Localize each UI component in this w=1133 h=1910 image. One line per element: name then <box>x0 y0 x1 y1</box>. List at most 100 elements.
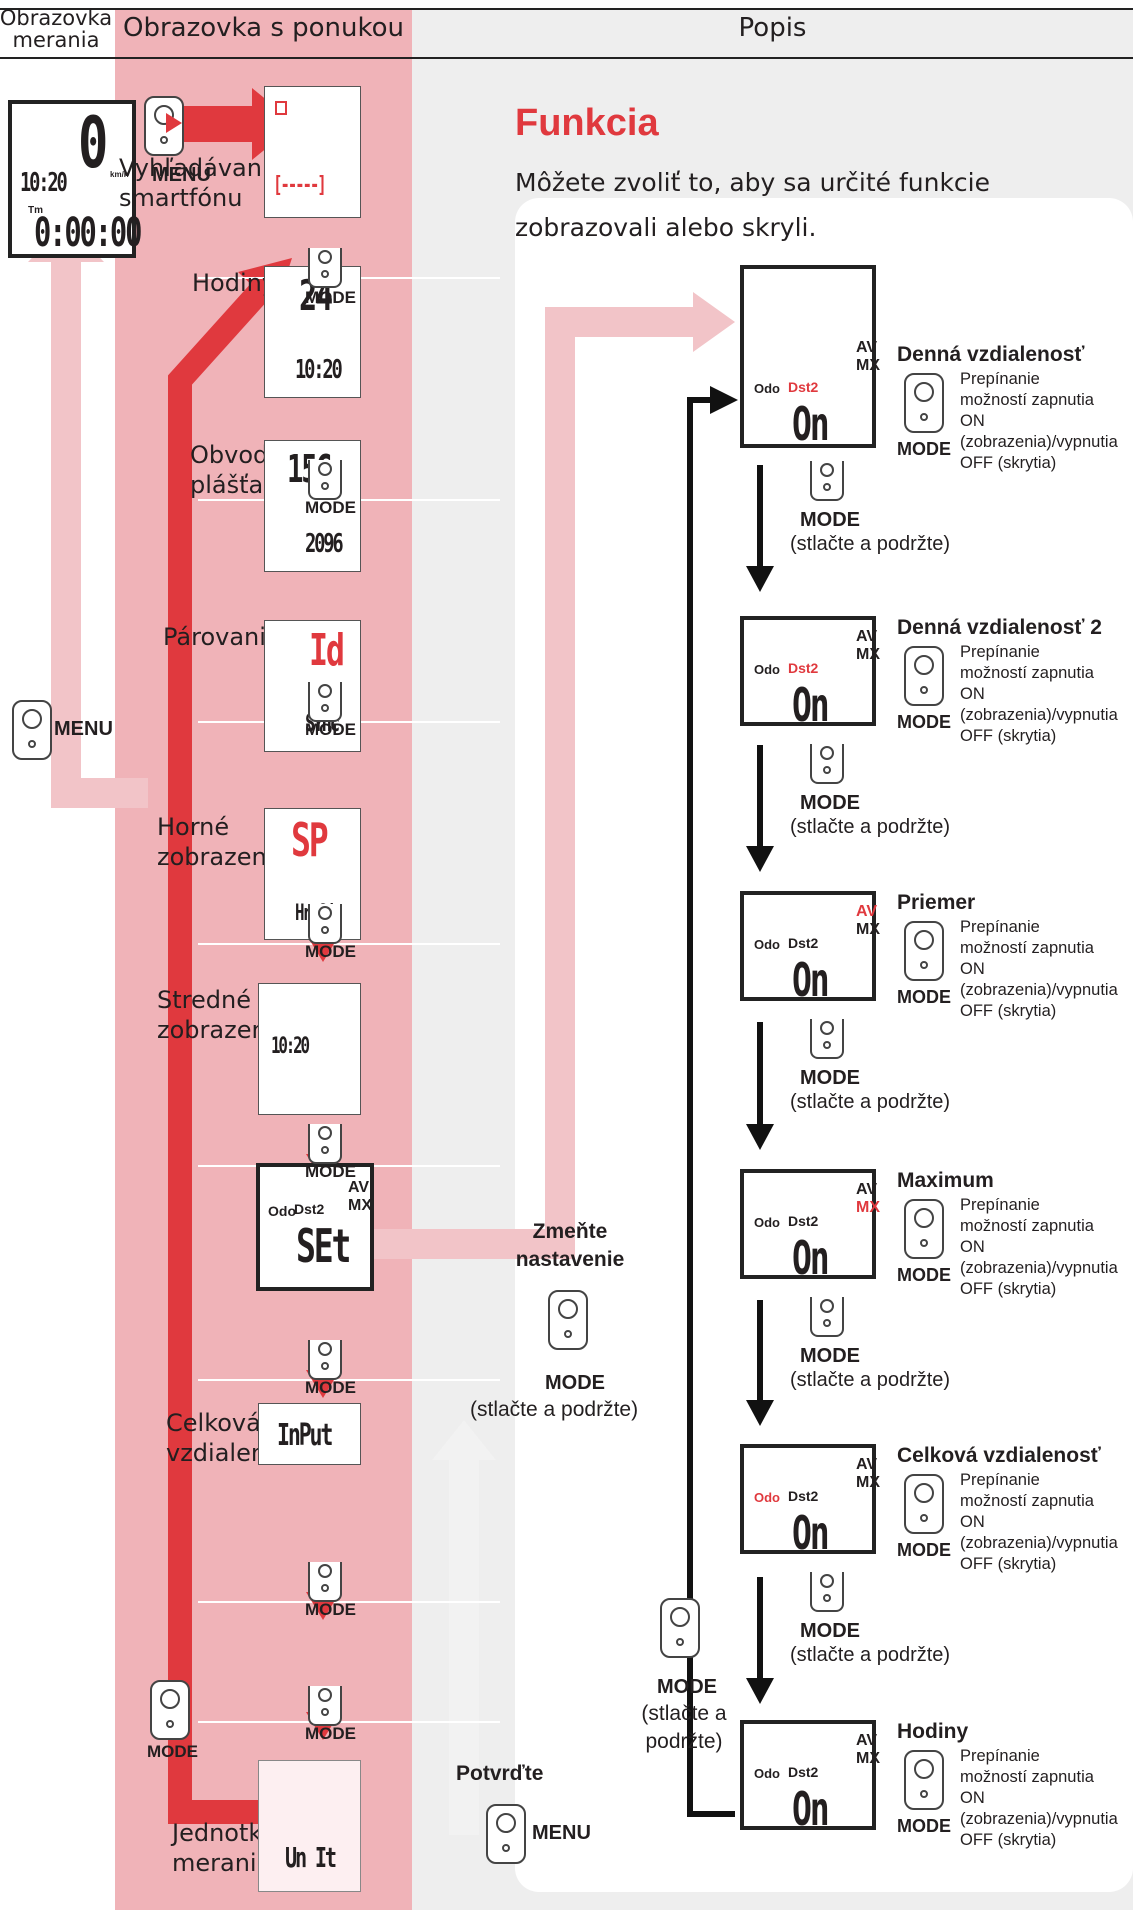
mode-label: MODE <box>305 1162 356 1181</box>
menu-label-left: MENU <box>54 718 113 740</box>
menu-item-label: Vyhľadávanie smartfónu <box>119 154 284 212</box>
menu-item-label: Celková vzdialenosť <box>166 1409 303 1467</box>
menu-item-label: Hodiny <box>192 269 277 297</box>
mode-button-icon <box>308 248 342 288</box>
dst-label: Dst2 <box>788 1764 819 1780</box>
menu-pointer <box>166 113 182 133</box>
menu-screen-odo-input: InPut <box>258 1403 361 1465</box>
mx-label: MX <box>856 357 880 374</box>
mode-label: MODE <box>305 1724 356 1743</box>
mode-label: MODE <box>897 1816 951 1836</box>
mode-button-icon <box>810 1297 844 1337</box>
mode-label: MODE <box>305 942 356 961</box>
clock-value: 10:20 <box>20 168 68 198</box>
mode-label: MODE <box>305 288 356 307</box>
dst-label: Dst2 <box>788 935 819 951</box>
hold-text: (stlačte a podržte) <box>790 1644 951 1666</box>
toggle-description: Prepínanie možností zapnutia ON (zobraze… <box>960 1747 1118 1849</box>
av-label: AV <box>856 339 878 356</box>
toggle-description: Prepínanie možností zapnutia ON (zobraze… <box>960 1471 1118 1573</box>
time-value: 0:00:00 <box>34 210 142 256</box>
mode-button-icon <box>308 1124 342 1164</box>
dst-label: Dst2 <box>788 1213 819 1229</box>
menu-item-label: Obvod plášťa <box>190 441 269 499</box>
mode-button-icon <box>308 682 342 722</box>
mx-label: MX <box>856 646 880 663</box>
menu-screen-top: Un It <box>285 1841 337 1874</box>
set-value: SEt <box>296 1219 352 1273</box>
header-col-measure: Obrazovka merania <box>0 5 113 52</box>
menu-screen-bottom: 2096 <box>305 529 344 559</box>
mx-label: MX <box>856 1199 880 1216</box>
function-value: On <box>792 1506 830 1560</box>
function-name: Hodiny <box>897 1720 969 1743</box>
mode-label: MODE <box>800 1067 860 1089</box>
hold-text-change: (stlačte a podržte) <box>470 1398 639 1421</box>
header-col-desc: Popis <box>738 13 807 44</box>
mode-button-icon <box>308 904 342 944</box>
menu-screen-bottom: [-----] <box>273 173 327 198</box>
mode-label: MODE <box>800 792 860 814</box>
mode-label: MODE <box>800 1620 860 1642</box>
device-mode-toggle <box>904 646 944 706</box>
mode-label: MODE <box>305 1378 356 1397</box>
device-mode-toggle <box>904 921 944 981</box>
toggle-description: Prepínanie možností zapnutia ON (zobraze… <box>960 918 1118 1020</box>
hold-text: (stlačte a podržte) <box>790 1091 951 1113</box>
device-confirm <box>486 1804 526 1864</box>
device-mode-toggle <box>904 1474 944 1534</box>
mode-label: MODE <box>897 1265 951 1285</box>
menu-item-label: Jednotka merania <box>172 1819 277 1877</box>
device-mode-toggle <box>904 1199 944 1259</box>
toggle-description: Prepínanie možností zapnutia ON (zobraze… <box>960 643 1118 745</box>
dst-label: Dst2 <box>788 660 819 676</box>
function-value: On <box>792 1782 830 1836</box>
mode-button-icon <box>308 460 342 500</box>
mx-label: MX <box>856 921 880 938</box>
device-mode-toggle <box>904 373 944 433</box>
header-top-line <box>0 8 1133 10</box>
dst-label: Dst2 <box>788 1488 819 1504</box>
mx-label: MX <box>856 1750 880 1767</box>
menu-label-confirm: MENU <box>532 1822 591 1844</box>
menu-screen-top: InPut <box>277 1418 333 1453</box>
hold-text: (stlačte a podržte) <box>790 1369 951 1391</box>
mode-label: MODE <box>800 509 860 531</box>
device-mode-toggle <box>904 1750 944 1810</box>
header-col-menu: Obrazovka s ponukou <box>122 13 405 44</box>
change-setting-label: Zmeňte nastavenie <box>515 1220 625 1271</box>
odo-label: Odo <box>754 1490 780 1505</box>
function-name: Celková vzdialenosť <box>897 1444 1101 1467</box>
menu-label-top: MENU <box>152 164 211 186</box>
av-label: AV <box>856 628 878 645</box>
menu-item-label: Horné zobrazenie <box>157 813 289 871</box>
function-name: Denná vzdialenosť <box>897 343 1085 366</box>
function-name: Priemer <box>897 891 976 914</box>
hold-text-function-loop: (stlačte a podržte) <box>641 1702 727 1753</box>
av-label: AV <box>856 1456 878 1473</box>
confirm-label: Potvrďte <box>456 1762 544 1785</box>
menu-screen-bottom: 10:20 <box>271 1034 310 1059</box>
pink-panel <box>115 10 412 1910</box>
mode-label: MODE <box>897 439 951 459</box>
toggle-description: Prepínanie možností zapnutia ON (zobraze… <box>960 370 1118 472</box>
odo-label: Odo <box>754 1766 780 1781</box>
mode-label: MODE <box>305 1600 356 1619</box>
section-title: Funkcia <box>515 102 659 144</box>
mode-label-change: MODE <box>545 1372 605 1394</box>
mode-button-icon <box>810 461 844 501</box>
speed-unit: km/h <box>110 170 129 179</box>
odo-label: Odo <box>754 937 780 952</box>
av-label: AV <box>856 1732 878 1749</box>
av-label: AV <box>856 1181 878 1198</box>
mode-label: MODE <box>305 498 356 517</box>
odo-label: Odo <box>754 662 780 677</box>
menu-screen-bottom: 10:20 <box>295 355 343 385</box>
